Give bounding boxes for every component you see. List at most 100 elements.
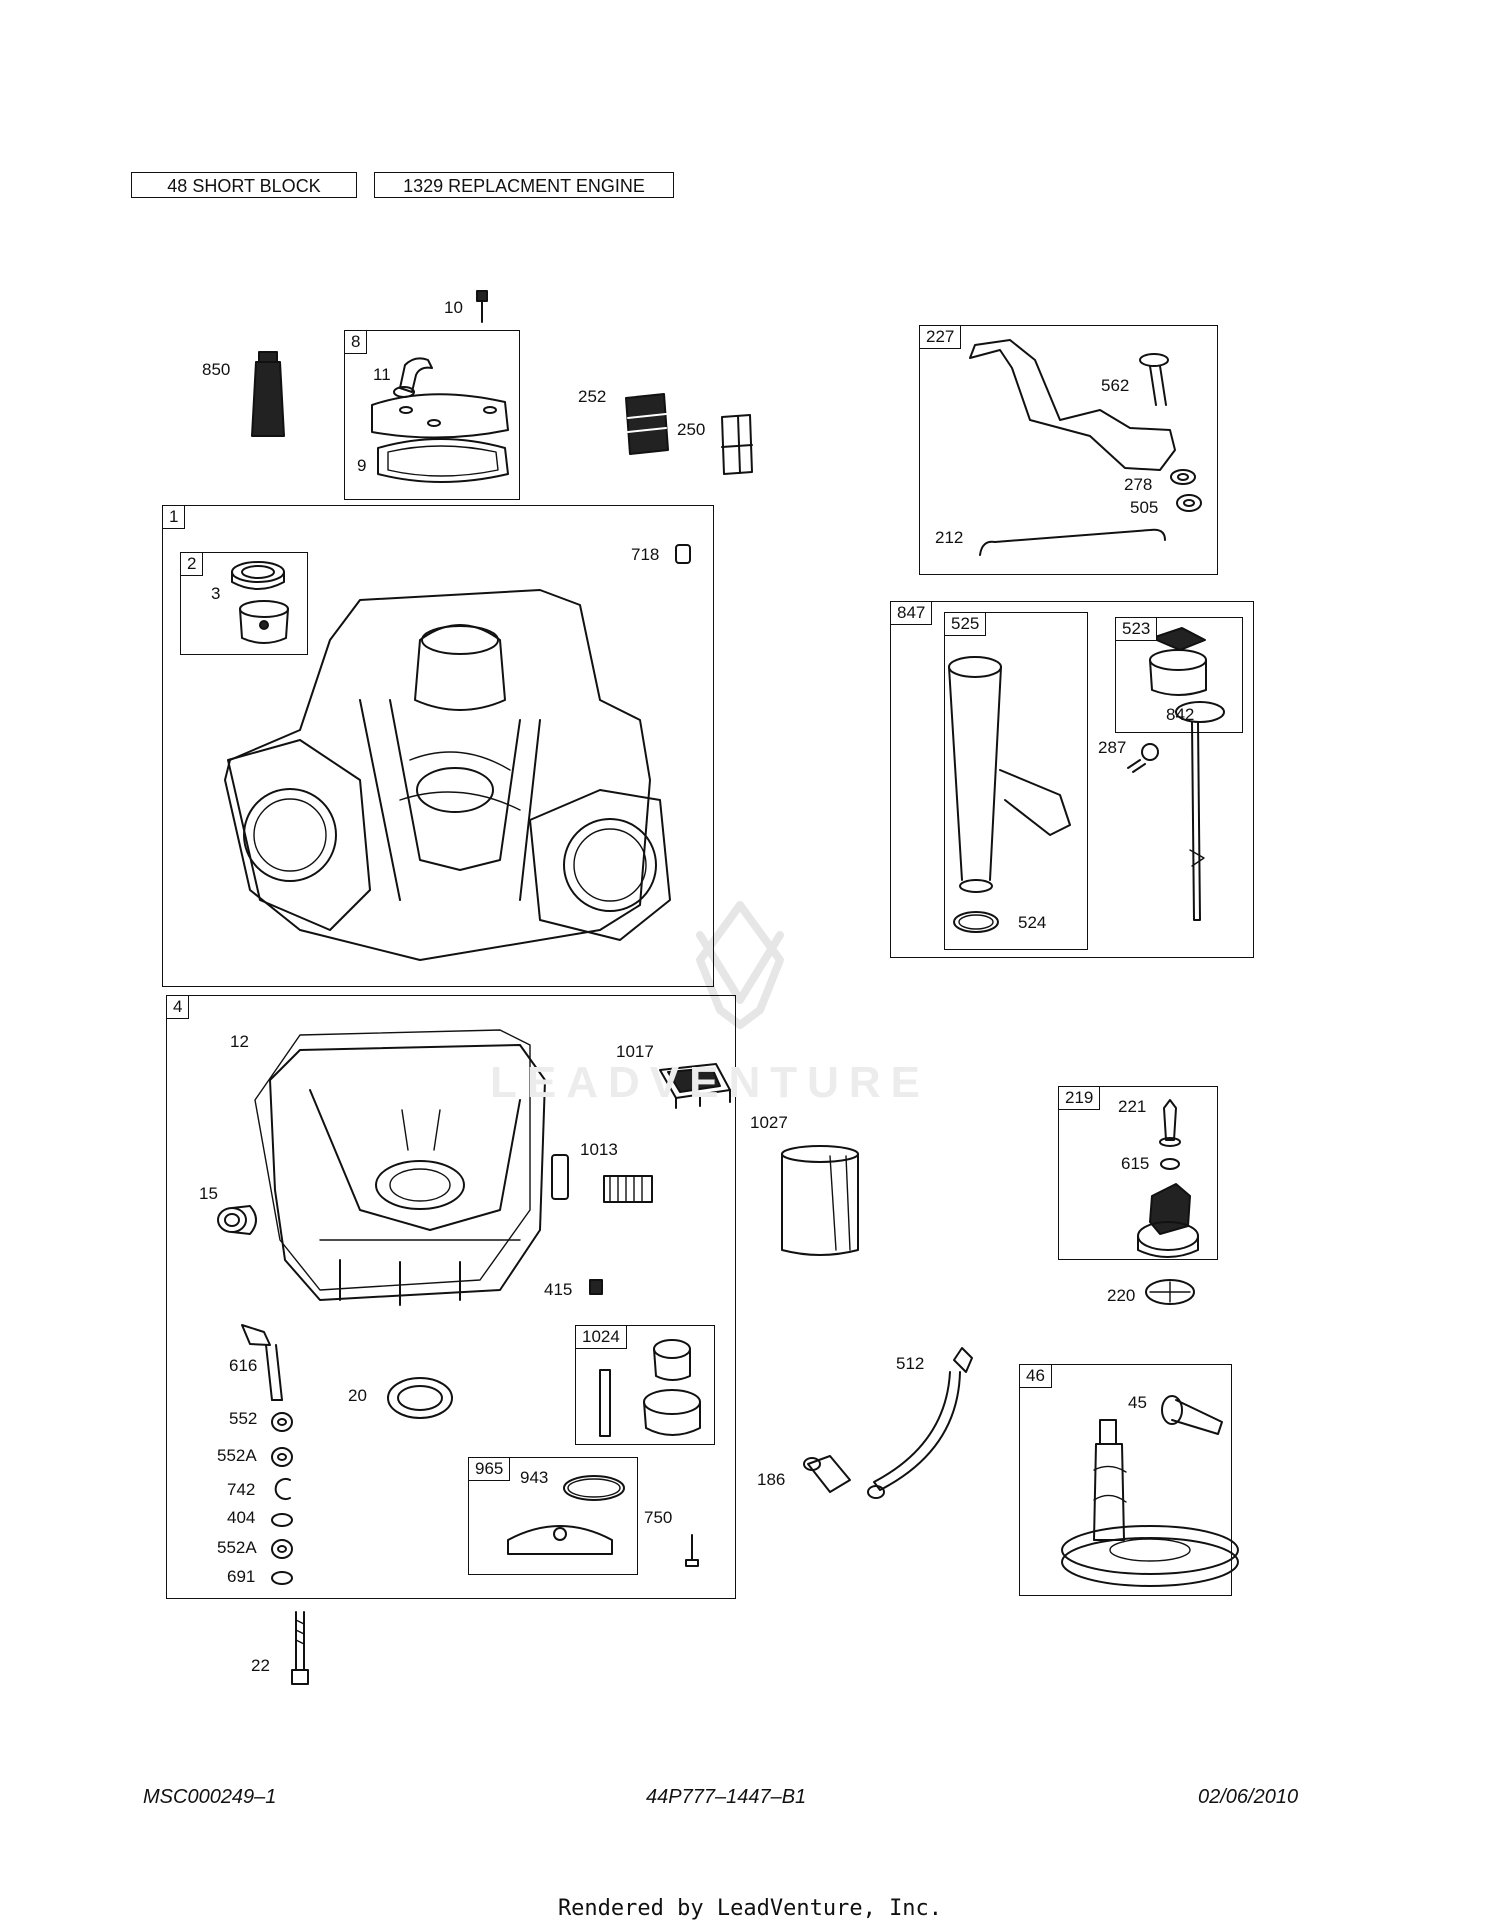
frame-1-tag: 1 <box>162 505 186 529</box>
frame-2-tag: 2 <box>180 552 204 576</box>
label-691: 691 <box>227 1567 256 1586</box>
label-512: 512 <box>896 1354 925 1373</box>
frame-1: 1 <box>162 505 714 987</box>
part-12-gasket <box>254 1029 531 1291</box>
part-552-bushing <box>271 1412 293 1432</box>
part-404-washer <box>271 1513 293 1527</box>
part-1-cylinder-block <box>224 589 671 961</box>
part-3-piston-rings <box>231 561 285 590</box>
frame-1024-tag: 1024 <box>575 1325 627 1349</box>
label-505: 505 <box>1130 498 1159 517</box>
frame-219: 219 <box>1058 1086 1218 1260</box>
header-short-block: 48 SHORT BLOCK <box>131 172 357 198</box>
part-552a-bushing <box>271 1447 293 1467</box>
label-22: 22 <box>251 1656 270 1675</box>
label-552a-2: 552A <box>217 1538 257 1557</box>
part-616-governor-shaft <box>241 1324 283 1401</box>
frame-8: 8 <box>344 330 520 500</box>
part-252-filter-element <box>625 393 669 455</box>
frame-847: 847 <box>890 601 1254 958</box>
part-278-washer <box>1170 469 1196 485</box>
part-524-oring <box>953 911 999 933</box>
frame-4-tag: 4 <box>166 995 190 1019</box>
label-750: 750 <box>644 1508 673 1527</box>
label-524: 524 <box>1018 913 1047 932</box>
label-9: 9 <box>357 456 367 475</box>
frame-525: 525 <box>944 612 1088 950</box>
label-718: 718 <box>631 545 660 564</box>
part-20-oil-seal <box>387 1377 453 1419</box>
label-12: 12 <box>230 1032 249 1051</box>
frame-1024: 1024 <box>575 1325 715 1445</box>
label-404: 404 <box>227 1508 256 1527</box>
label-10: 10 <box>444 298 463 317</box>
part-1024-gear-parts <box>599 1339 701 1437</box>
part-525-dipstick-tube <box>948 656 1071 893</box>
label-212: 212 <box>935 528 964 547</box>
label-250: 250 <box>677 420 706 439</box>
label-20: 20 <box>348 1386 367 1405</box>
part-842-oring <box>1175 701 1225 723</box>
part-415-plug <box>589 1279 603 1295</box>
label-45: 45 <box>1128 1393 1147 1412</box>
part-850-sealant-tube <box>251 351 285 437</box>
part-212-link <box>979 528 1166 556</box>
part-1017-plate <box>659 1063 731 1109</box>
part-943-oring <box>563 1475 625 1501</box>
footer-part-number: 44P777–1447–B1 <box>646 1786 807 1808</box>
label-278: 278 <box>1124 475 1153 494</box>
part-562-screw <box>1139 353 1169 406</box>
part-965-pump-cover <box>507 1525 613 1555</box>
part-287-screw <box>1127 743 1159 773</box>
frame-847-tag: 847 <box>890 601 933 625</box>
part-4-crankcase-cover <box>269 1044 569 1306</box>
label-616: 616 <box>229 1356 258 1375</box>
part-718-dowel-pin <box>675 544 691 564</box>
part-2-piston <box>239 600 289 644</box>
part-1013-screen <box>603 1175 653 1203</box>
part-10-screw <box>476 290 488 323</box>
label-562: 562 <box>1101 376 1130 395</box>
part-46-camshaft <box>1061 1419 1239 1587</box>
part-219-governor-gear <box>1137 1183 1199 1258</box>
frame-525-tag: 525 <box>944 612 987 636</box>
frame-523: 523 <box>1115 617 1243 733</box>
part-523-dipstick-cap <box>1149 627 1207 696</box>
label-552: 552 <box>229 1409 258 1428</box>
label-15: 15 <box>199 1184 218 1203</box>
part-505-nut <box>1176 494 1202 512</box>
part-8-breather-cover <box>371 393 509 439</box>
label-1027: 1027 <box>750 1113 788 1132</box>
label-943: 943 <box>520 1468 549 1487</box>
frame-227-tag: 227 <box>919 325 962 349</box>
footer-drawing-id: MSC000249–1 <box>143 1786 277 1808</box>
footer-date: 02/06/2010 <box>1198 1786 1299 1808</box>
label-552a: 552A <box>217 1446 257 1465</box>
part-512-hose <box>867 1347 973 1499</box>
label-842: 842 <box>1166 705 1195 724</box>
part-250-filter-block <box>721 414 753 475</box>
label-742: 742 <box>227 1480 256 1499</box>
label-415: 415 <box>544 1280 573 1299</box>
part-750-bolt <box>685 1534 699 1567</box>
label-11: 11 <box>373 365 391 384</box>
part-9-gasket <box>377 438 509 483</box>
header-replacement-engine: 1329 REPLACMENT ENGINE <box>374 172 674 198</box>
part-22-bolt <box>291 1611 309 1685</box>
rendered-by-credit: Rendered by LeadVenture, Inc. <box>557 1896 943 1921</box>
frame-965: 965 <box>468 1457 638 1575</box>
label-287: 287 <box>1098 738 1127 757</box>
label-615: 615 <box>1121 1154 1150 1173</box>
label-252: 252 <box>578 387 607 406</box>
part-615-washer <box>1160 1158 1180 1170</box>
frame-8-tag: 8 <box>344 330 368 354</box>
label-850: 850 <box>202 360 231 379</box>
frame-219-tag: 219 <box>1058 1086 1101 1110</box>
part-227-governor-lever <box>969 339 1176 471</box>
part-691-nut <box>271 1571 293 1585</box>
label-221: 221 <box>1118 1097 1147 1116</box>
frame-46: 46 <box>1019 1364 1232 1596</box>
part-523-dipstick-blade <box>1189 721 1205 921</box>
part-186-fitting <box>803 1455 851 1493</box>
